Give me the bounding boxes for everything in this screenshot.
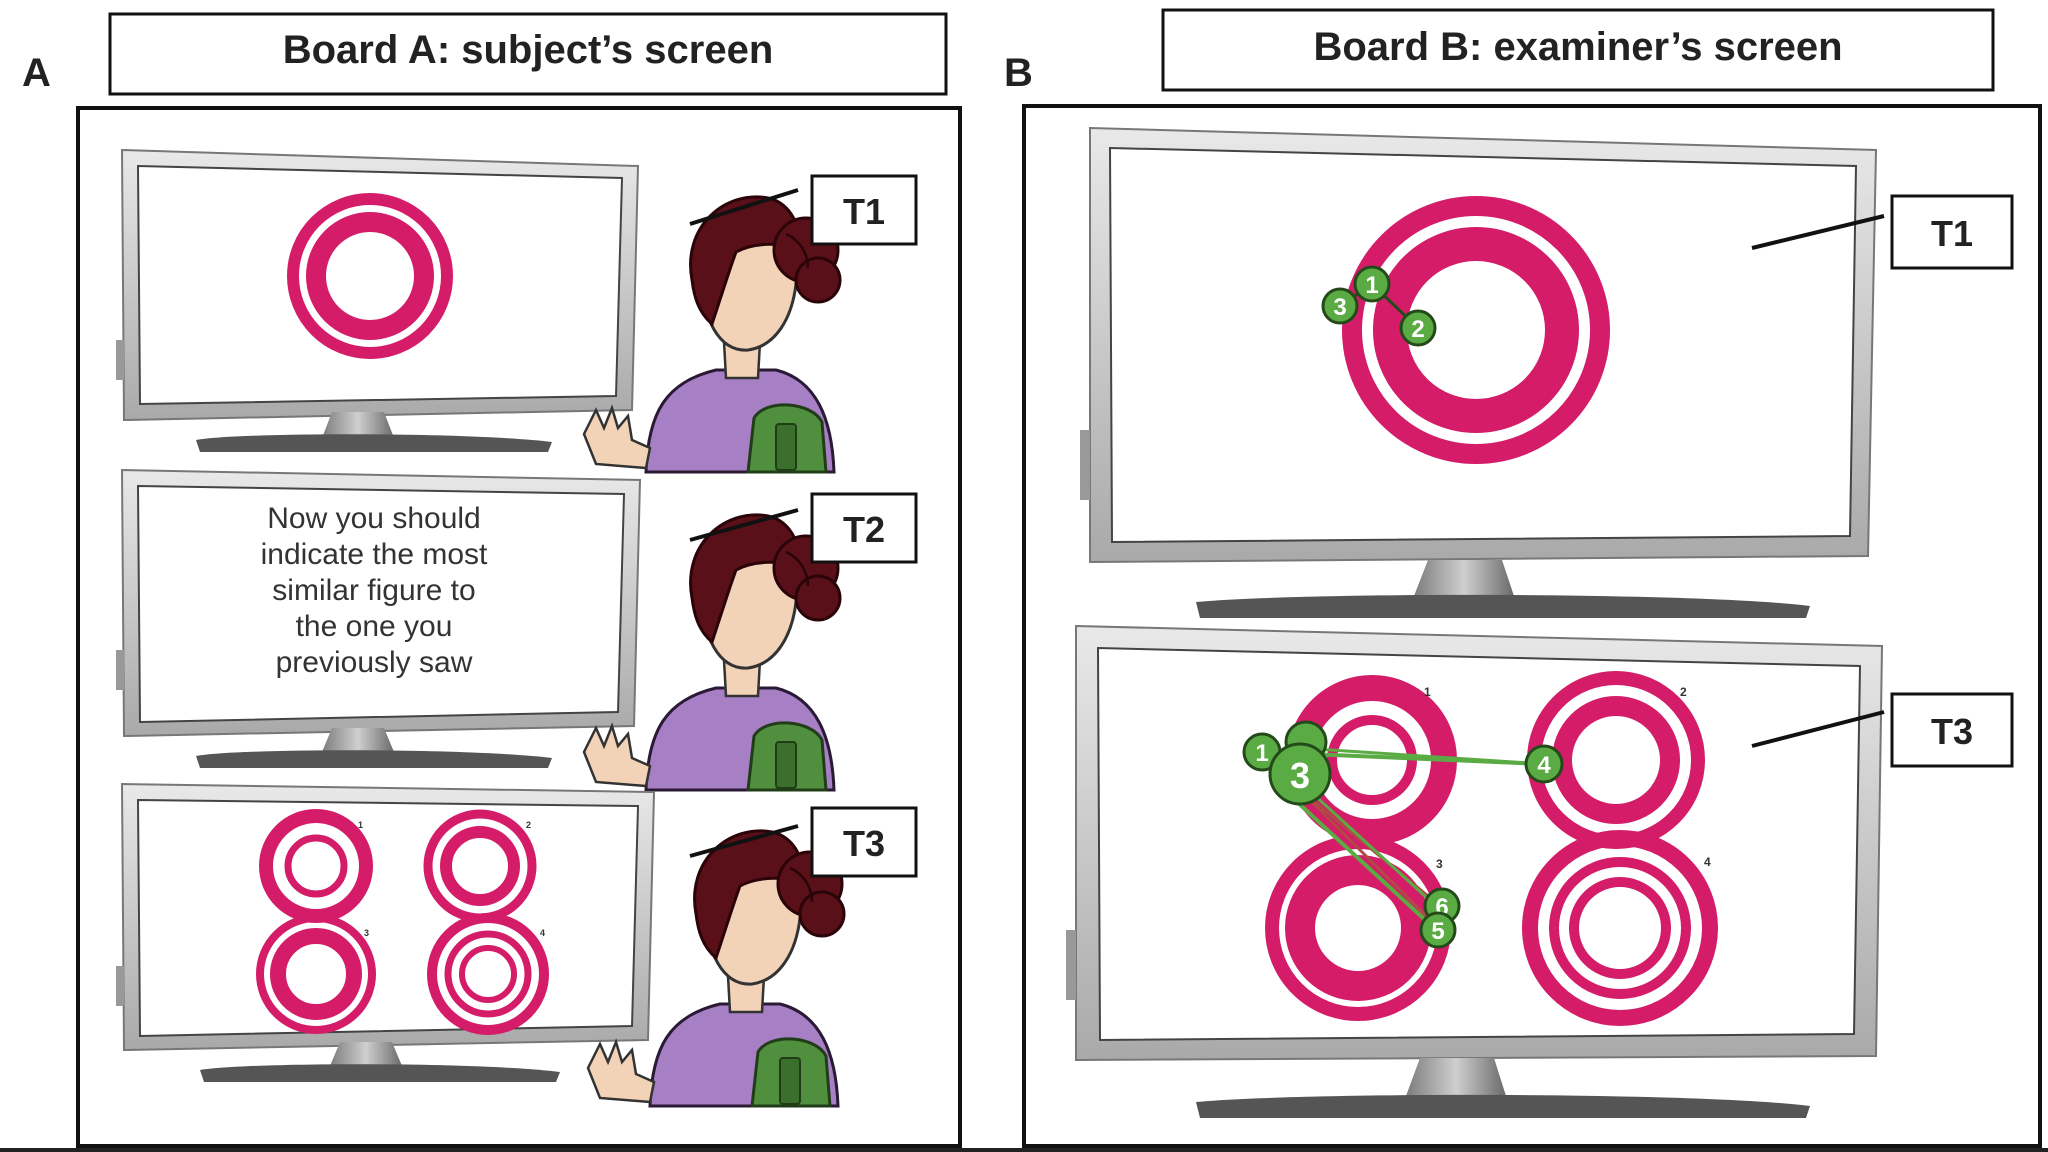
board-b-frame: [1022, 104, 2042, 1148]
step-box-b-t1: [1890, 194, 2014, 270]
subject-t3-options: 1 2 3 4: [256, 809, 549, 1035]
subject-option-number-1: 1: [358, 820, 363, 830]
step-box-t1: [810, 174, 918, 246]
step-box-t3-a: [810, 806, 918, 878]
pointer-line-t3-a: [689, 824, 799, 858]
examiner-option-number-3: 3: [1436, 857, 1443, 871]
panel-a-title-box: [108, 12, 948, 96]
examiner-monitor-t1: [1080, 126, 1878, 618]
panel-a-title: Board A: subject’s screen: [283, 28, 774, 72]
examiner-monitor-t3: [1066, 624, 1884, 1118]
instruction-line-3: similar figure to: [272, 574, 475, 607]
svg-text:5: 5: [1431, 918, 1444, 945]
instruction-line-5: previously saw: [276, 646, 473, 679]
subject-option-number-3: 3: [364, 928, 369, 938]
panel-b-title: Board B: examiner’s screen: [1313, 25, 1842, 69]
subject-monitor-t3: [116, 782, 656, 1082]
subject-monitor-t1: [116, 148, 640, 452]
bottom-rule: [0, 1148, 2048, 1152]
examiner-option-number-2: 2: [1680, 685, 1687, 699]
examiner-option-number-1: 1: [1424, 685, 1431, 699]
instruction-line-4: the one you: [296, 610, 453, 643]
fixation-t3-5: 5: [1419, 911, 1457, 949]
examiner-option-4: [1522, 830, 1718, 1026]
pointer-line-b-t3: [1751, 710, 1885, 748]
step-label-t2: T2: [843, 509, 885, 550]
t1-target-figure: [287, 193, 453, 359]
fixation-t1-3: 3: [1321, 287, 1359, 325]
instruction-text: Now you should indicate the most similar…: [261, 502, 488, 679]
subject-monitor-t2: [116, 468, 642, 768]
step-label-b-t3: T3: [1931, 711, 1973, 752]
svg-text:2: 2: [1411, 316, 1424, 343]
panel-a-letter: A: [22, 51, 51, 95]
svg-text:3: 3: [1290, 755, 1310, 796]
pointer-line-t1: [689, 188, 799, 226]
fixation-t1-2: 2: [1399, 309, 1437, 347]
gaze-path-t1: 3 1 2: [1321, 265, 1437, 347]
board-a-frame: [76, 106, 962, 1148]
fixation-t3-4: 4: [1524, 744, 1564, 784]
panel-b-title-box: [1161, 8, 1995, 92]
svg-text:1: 1: [1365, 272, 1378, 299]
subject-option-4: [427, 913, 549, 1035]
subject-option-number-4: 4: [540, 928, 545, 938]
instruction-line-2: indicate the most: [261, 538, 488, 571]
instruction-line-1: Now you should: [267, 502, 480, 535]
pointer-line-t2: [689, 508, 799, 542]
fixation-t3-3: 3: [1268, 742, 1332, 806]
examiner-t1-target: [1342, 196, 1610, 464]
step-box-b-t3: [1890, 692, 2014, 768]
svg-text:4: 4: [1537, 752, 1551, 779]
svg-text:1: 1: [1255, 740, 1268, 767]
svg-text:3: 3: [1333, 294, 1346, 321]
panel-b-letter: B: [1004, 51, 1033, 95]
step-label-b-t1: T1: [1931, 213, 1973, 254]
examiner-option-number-4: 4: [1704, 855, 1711, 869]
gaze-path-t3: 1 3 4 6 5: [1242, 720, 1564, 949]
fixation-t3-1: 1: [1242, 732, 1282, 772]
step-label-t3-a: T3: [843, 823, 885, 864]
fixation-t1-1: 1: [1353, 265, 1391, 303]
subject-option-3: [256, 914, 376, 1034]
step-label-t1: T1: [843, 191, 885, 232]
pointer-line-b-t1: [1751, 214, 1885, 250]
step-box-t2: [810, 492, 918, 564]
subject-option-number-2: 2: [526, 820, 531, 830]
